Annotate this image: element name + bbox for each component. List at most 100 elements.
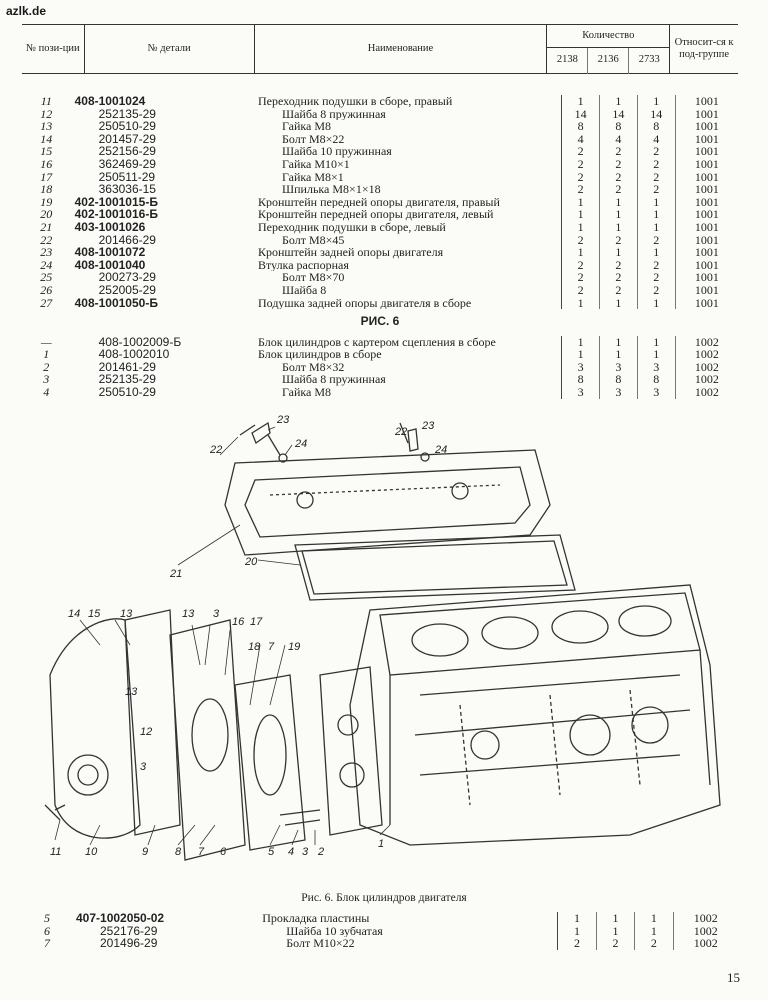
row-pos: 16 — [40, 156, 53, 171]
callout-label: 11 — [50, 846, 61, 858]
row-qty: 8 — [561, 373, 601, 387]
row-pos: 24 — [40, 257, 53, 272]
row-part-no: 408-1001040 — [74, 257, 146, 272]
row-qty: 3 — [561, 361, 601, 374]
row-pos: 19 — [40, 194, 53, 209]
row-group: 1002 — [694, 347, 719, 362]
row-qty: 2 — [599, 233, 638, 247]
row-qty: 8 — [637, 373, 676, 387]
row-qty: 1 — [561, 336, 601, 349]
row-qty: 1 — [599, 196, 638, 209]
row-name: Шайба 8 — [252, 283, 563, 297]
row-qty: 1 — [637, 221, 676, 234]
row-qty: 2 — [599, 145, 638, 158]
row-part-no: 250510-29 — [98, 119, 156, 134]
row-qty: 4 — [599, 133, 638, 146]
row-qty: 4 — [637, 133, 676, 146]
row-group: 1001 — [694, 144, 719, 159]
row-qty: 2 — [637, 158, 676, 171]
figure-caption: Рис. 6. Блок цилиндров двигателя — [301, 892, 467, 904]
top-bolts — [239, 421, 430, 463]
row-name: Кронштейн передней опоры двигателя, прав… — [252, 195, 563, 209]
callout-label: 8 — [175, 846, 182, 858]
row-qty: 2 — [637, 170, 676, 184]
row-name: Шайба 10 зубчатая — [256, 924, 559, 938]
row-part-no: 252005-29 — [98, 282, 156, 297]
callout-label: 1 — [378, 838, 384, 850]
row-qty: 3 — [637, 386, 676, 399]
row-qty: 2 — [637, 183, 676, 196]
row-qty: 2 — [561, 170, 601, 184]
col-model: 2136 — [587, 47, 630, 74]
callout-label: 6 — [220, 846, 227, 858]
row-group: 1001 — [694, 295, 719, 310]
row-name: Подушка задней опоры двигателя в сборе — [252, 296, 563, 310]
callout-label: 7 — [268, 641, 275, 653]
row-qty: 1 — [561, 196, 601, 209]
row-part-no: 407-1002050-02 — [76, 911, 165, 925]
row-qty: 3 — [637, 361, 676, 374]
row-pos: 14 — [40, 131, 53, 146]
row-pos: 23 — [40, 245, 53, 260]
row-part-no: 252135-29 — [98, 372, 156, 387]
row-qty: 1 — [637, 196, 676, 209]
callout-label: 7 — [198, 846, 205, 858]
row-qty: 3 — [561, 386, 601, 399]
row-qty: 1 — [561, 296, 601, 310]
leader-lines — [54, 426, 391, 846]
row-pos: — — [40, 334, 52, 349]
row-qty: 3 — [599, 386, 638, 399]
callout-label: 13 — [125, 686, 138, 698]
row-name: Кронштейн задней опоры двигателя — [252, 246, 563, 259]
row-part-no: 408-1001050-Б — [74, 295, 158, 310]
row-group: 1001 — [694, 156, 719, 171]
row-part-no: 408-1002009-Б — [98, 334, 182, 349]
row-qty: 1 — [561, 348, 601, 361]
row-qty: 1 — [637, 246, 676, 259]
row-part-no: 250510-29 — [98, 385, 156, 400]
row-name: Гайка М10×1 — [252, 157, 563, 171]
callout-label: 15 — [88, 608, 101, 620]
callout-label: 23 — [421, 420, 435, 432]
callout-label: 21 — [169, 568, 182, 580]
row-qty: 2 — [599, 170, 638, 184]
page-number: 15 — [727, 970, 740, 985]
row-name: Болт М8×32 — [252, 360, 563, 374]
row-qty: 2 — [596, 937, 636, 950]
row-name: Блок цилиндров с картером сцепления в сб… — [252, 335, 563, 349]
row-name: Переходник подушки в сборе, левый — [252, 220, 563, 234]
callout-label: 13 — [120, 608, 133, 620]
row-name: Гайка М8×1 — [252, 170, 563, 184]
col-model: 2138 — [546, 47, 589, 74]
table-row: 27 408-1001050-Б Подушка задней опоры двиг… — [22, 295, 738, 310]
row-group: 1002 — [693, 936, 718, 951]
row-group: 1001 — [694, 219, 719, 234]
row-name: Шайба 8 пружинная — [252, 107, 563, 121]
row-part-no: 250511-29 — [98, 169, 156, 184]
row-pos: 27 — [40, 295, 53, 310]
row-pos: 22 — [40, 232, 53, 247]
callout-label: 2 — [317, 846, 324, 858]
row-qty: 14 — [637, 107, 676, 121]
row-group: 1001 — [694, 131, 719, 146]
row-qty: 2 — [637, 271, 676, 284]
callout-label: 13 — [182, 608, 195, 620]
row-qty: 2 — [561, 145, 601, 158]
row-name: Болт М8×70 — [252, 271, 563, 284]
row-name: Болт М8×22 — [252, 132, 563, 146]
callout-label: 9 — [142, 846, 148, 858]
row-group: 1001 — [694, 257, 719, 272]
row-pos: 11 — [40, 94, 52, 108]
